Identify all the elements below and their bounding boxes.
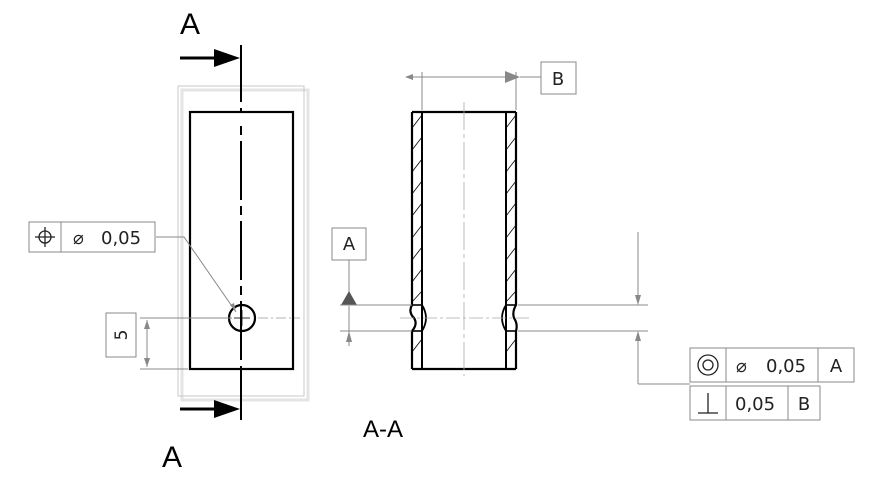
section-marker-bottom: A bbox=[162, 441, 182, 474]
section-marker-top: A bbox=[180, 8, 200, 41]
concentricity-icon bbox=[697, 354, 719, 376]
section-arrow-bottom bbox=[180, 400, 240, 418]
perpendicularity-tolerance: 0,05 bbox=[735, 394, 775, 415]
hole-dimension bbox=[140, 317, 232, 370]
dimension-value: 5 bbox=[112, 330, 132, 341]
position-icon bbox=[35, 227, 55, 247]
neck-extension-lines bbox=[518, 232, 690, 385]
datum-a-triangle bbox=[341, 291, 357, 305]
position-callout: ⌀ 0,05 bbox=[28, 221, 156, 253]
datum-b-indicator bbox=[406, 72, 517, 110]
datum-a-label: A bbox=[343, 234, 356, 255]
position-diameter-symbol: ⌀ bbox=[73, 228, 84, 249]
section-view: B A A-A bbox=[331, 61, 690, 443]
section-arrow-top bbox=[180, 49, 240, 67]
section-view-label: A-A bbox=[363, 416, 403, 443]
front-view: A A 5 ⌀ 0,05 bbox=[28, 8, 310, 474]
concentricity-callout: ⌀ 0,05 A bbox=[689, 347, 855, 383]
perpendicularity-datum: B bbox=[798, 394, 810, 415]
dimension-box bbox=[105, 312, 137, 358]
position-leader bbox=[156, 236, 237, 313]
right-outer-wall bbox=[512, 112, 518, 369]
perpendicularity-icon bbox=[698, 393, 718, 414]
section-hatch-right bbox=[505, 114, 517, 353]
perpendicularity-callout: 0,05 B bbox=[689, 385, 821, 421]
section-hatch-left bbox=[411, 114, 423, 353]
datum-b-label: B bbox=[552, 69, 564, 90]
concentricity-diameter-symbol: ⌀ bbox=[736, 356, 747, 377]
view-shadow bbox=[180, 88, 310, 402]
datum-a-box bbox=[331, 227, 367, 261]
concentricity-tolerance: 0,05 bbox=[766, 356, 806, 377]
position-tolerance: 0,05 bbox=[101, 228, 141, 249]
datum-b-box bbox=[540, 61, 577, 95]
concentricity-datum: A bbox=[830, 356, 843, 377]
